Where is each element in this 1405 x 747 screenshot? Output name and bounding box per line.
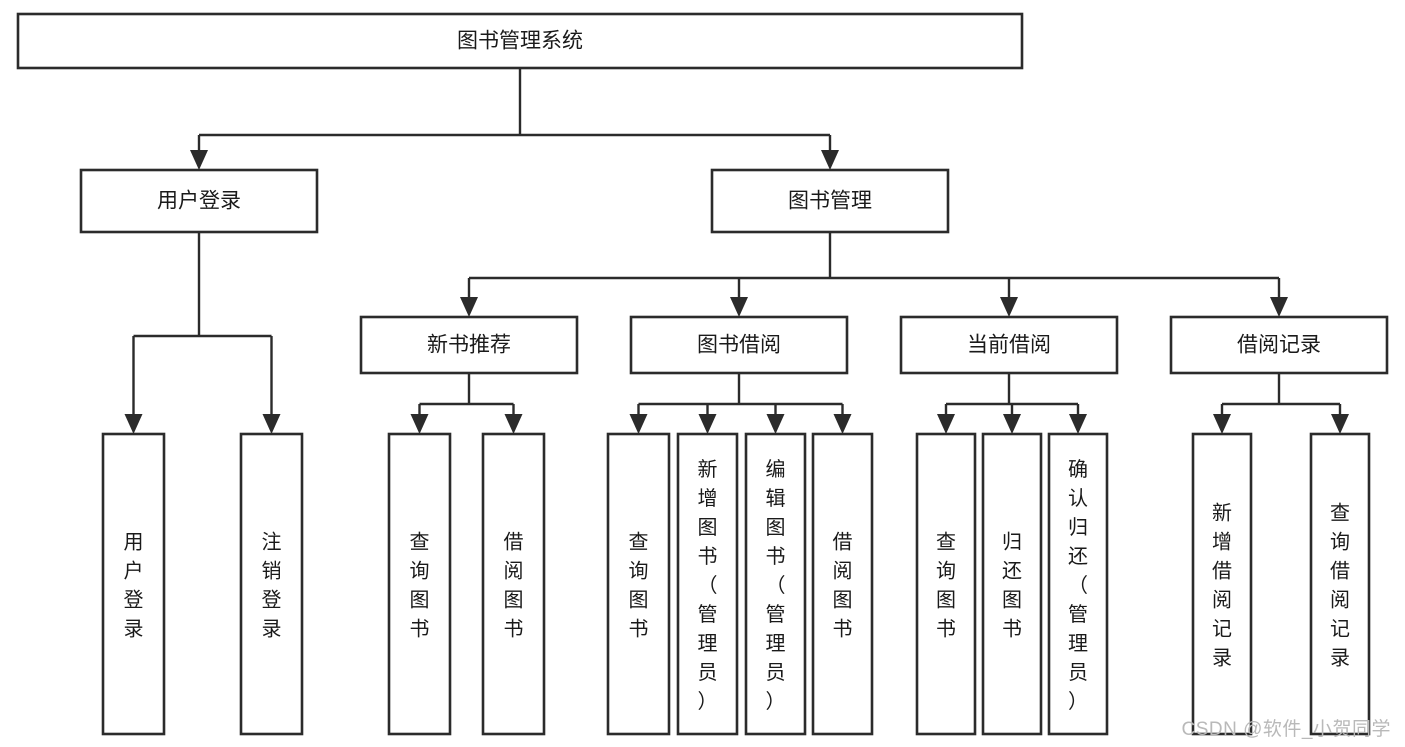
arrow-head: [730, 297, 748, 317]
node-label: 查询借阅记录: [1330, 502, 1350, 670]
node-label: 查询图书: [629, 531, 649, 641]
node-box: [915, 432, 977, 736]
node-n-book-manage[interactable]: 图书管理: [710, 168, 950, 234]
csdn-watermark: CSDN @软件_小贺同学: [1181, 719, 1391, 740]
node-label: 当前借阅: [967, 334, 1051, 357]
arrow-head: [698, 414, 717, 434]
arrow-head: [124, 414, 143, 434]
arrow-head: [1003, 414, 1021, 434]
node-n-new-book-rec[interactable]: 新书推荐: [359, 315, 579, 375]
connectors-layer: [124, 68, 1349, 434]
node-l-bb-add[interactable]: 新增图书（管理员）: [676, 432, 739, 736]
arrow-head: [410, 414, 429, 434]
arrow-head: [833, 414, 852, 434]
node-label: 新书推荐: [427, 334, 511, 357]
node-label: 新增图书（管理员）: [698, 458, 718, 713]
node-l-cb-query[interactable]: 查询图书: [915, 432, 977, 736]
arrow-head: [821, 150, 839, 170]
node-l-bb-query[interactable]: 查询图书: [606, 432, 671, 736]
node-box: [676, 432, 739, 736]
node-l-user-login[interactable]: 用户登录: [101, 432, 166, 736]
node-label: 图书借阅: [697, 334, 781, 357]
node-label: 图书管理: [788, 190, 872, 213]
arrow-head: [1331, 414, 1349, 434]
node-label: 编辑图书（管理员）: [766, 458, 786, 713]
node-l-br-add[interactable]: 新增借阅记录: [1191, 432, 1253, 736]
node-box: [1047, 432, 1109, 736]
arrow-head: [504, 414, 523, 434]
node-l-cb-return[interactable]: 归还图书: [981, 432, 1043, 736]
node-box: [1169, 315, 1389, 375]
nodes-layer: 图书管理系统用户登录图书管理新书推荐图书借阅当前借阅借阅记录用户登录注销登录查询…: [16, 12, 1389, 736]
node-label: 借阅图书: [504, 531, 524, 641]
node-label: 确认归还（管理员）: [1068, 458, 1088, 713]
node-box: [629, 315, 849, 375]
arrow-head: [766, 414, 785, 434]
node-box: [899, 315, 1119, 375]
node-label: 用户登录: [124, 532, 144, 641]
node-label: 用户登录: [157, 190, 241, 213]
node-l-nbr-query[interactable]: 查询图书: [387, 432, 452, 736]
node-box: [481, 432, 546, 736]
node-label: 借阅记录: [1237, 334, 1321, 357]
node-l-br-query[interactable]: 查询借阅记录: [1309, 432, 1371, 736]
node-l-bb-edit[interactable]: 编辑图书（管理员）: [744, 432, 807, 736]
node-n-user-login[interactable]: 用户登录: [79, 168, 319, 234]
arrow-head: [1000, 297, 1018, 317]
node-label: 图书管理系统: [457, 30, 583, 53]
arrow-head: [1270, 297, 1288, 317]
node-box: [710, 168, 950, 234]
arrow-head: [190, 150, 208, 170]
node-label: 查询图书: [936, 531, 956, 641]
arrow-head: [1069, 414, 1087, 434]
node-box: [1309, 432, 1371, 736]
node-n-current-borrow[interactable]: 当前借阅: [899, 315, 1119, 375]
arrow-head: [460, 297, 478, 317]
arrow-head: [937, 414, 955, 434]
node-l-bb-borrow[interactable]: 借阅图书: [811, 432, 874, 736]
node-l-user-logout[interactable]: 注销登录: [239, 432, 304, 736]
node-box: [606, 432, 671, 736]
node-box: [79, 168, 319, 234]
node-box: [101, 432, 166, 736]
arrow-head: [262, 414, 281, 434]
node-box: [16, 12, 1024, 70]
node-l-cb-confirm[interactable]: 确认归还（管理员）: [1047, 432, 1109, 736]
node-label: 注销登录: [262, 531, 282, 641]
node-box: [359, 315, 579, 375]
node-label: 归还图书: [1002, 531, 1022, 641]
node-box: [239, 432, 304, 736]
node-box: [981, 432, 1043, 736]
node-root[interactable]: 图书管理系统: [16, 12, 1024, 70]
node-box: [1191, 432, 1253, 736]
node-label: 查询图书: [410, 531, 430, 641]
arrow-head: [629, 414, 648, 434]
node-label: 借阅图书: [833, 531, 853, 641]
node-box: [744, 432, 807, 736]
node-l-nbr-borrow[interactable]: 借阅图书: [481, 432, 546, 736]
node-box: [387, 432, 452, 736]
node-n-borrow-record[interactable]: 借阅记录: [1169, 315, 1389, 375]
node-label: 新增借阅记录: [1212, 502, 1232, 670]
arrow-head: [1213, 414, 1231, 434]
node-box: [811, 432, 874, 736]
node-n-book-borrow[interactable]: 图书借阅: [629, 315, 849, 375]
